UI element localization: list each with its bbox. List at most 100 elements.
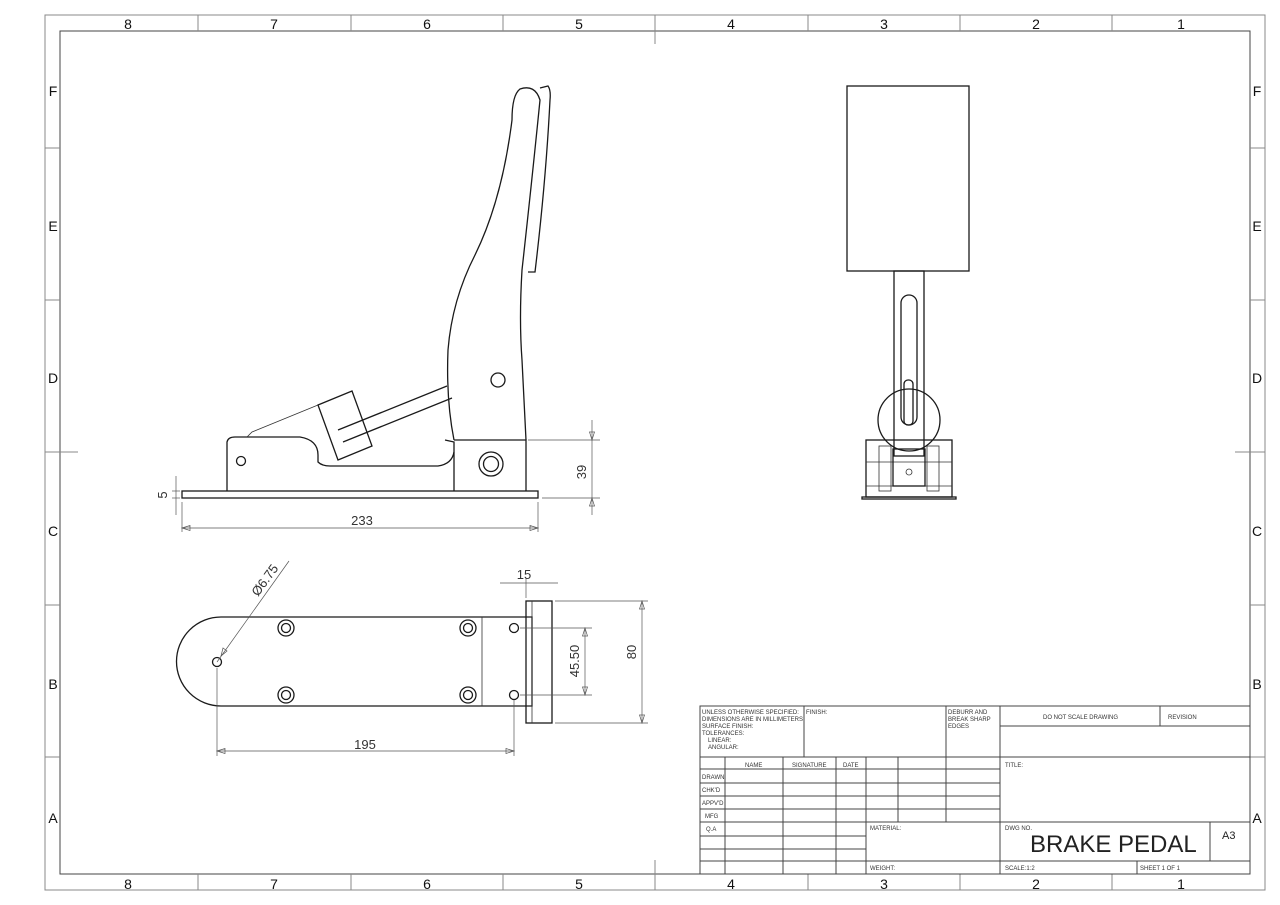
tb-weight: WEIGHT: xyxy=(870,866,895,872)
tb-dwg-no-label: DWG NO. xyxy=(1005,826,1032,832)
rod-end xyxy=(903,379,914,426)
pivot-hole-main xyxy=(478,451,504,477)
dim-overall-length: 233 xyxy=(351,513,373,528)
zone-row-right: F xyxy=(1253,83,1262,99)
tb-finish: FINISH: xyxy=(806,710,828,716)
side-view: 233 39 5 xyxy=(155,85,600,532)
zone-col-top: 3 xyxy=(880,16,888,32)
mount-hole xyxy=(211,656,223,668)
dim-base-height: 39 xyxy=(574,465,589,479)
push-rod xyxy=(337,385,448,431)
zone-col-bottom: 5 xyxy=(575,876,583,892)
zone-col-top: 6 xyxy=(423,16,431,32)
mount-hole xyxy=(277,619,295,637)
top-view: Ø6.75 195 15 45.50 80 xyxy=(175,560,648,756)
tb-role: CHK'D xyxy=(702,788,721,794)
rear-bracket xyxy=(226,436,455,491)
pedal-pad-side xyxy=(528,85,551,273)
tb-dimensions-mm: DIMENSIONS ARE IN MILLIMETERS xyxy=(702,717,803,723)
tb-header-name: NAME xyxy=(745,763,762,769)
pedal-arm xyxy=(446,87,541,441)
zone-col-top: 2 xyxy=(1032,16,1040,32)
tb-tolerances: TOLERANCES: xyxy=(702,731,745,737)
title-block: UNLESS OTHERWISE SPECIFIED: DIMENSIONS A… xyxy=(699,705,1251,875)
zone-labels: 8 7 6 5 4 3 2 1 8 7 6 5 4 3 2 1 F E D C … xyxy=(48,16,1262,892)
tb-role: DRAWN xyxy=(702,775,724,781)
inner-border xyxy=(59,30,1251,875)
pivot-boss xyxy=(877,388,941,452)
tb-role: MFG xyxy=(705,814,719,820)
mount-hole xyxy=(508,622,520,634)
zone-col-top: 8 xyxy=(124,16,132,32)
tb-role: APPV'D xyxy=(702,801,724,807)
zone-col-top: 5 xyxy=(575,16,583,32)
mount-hole xyxy=(459,619,477,637)
zone-col-top: 7 xyxy=(270,16,278,32)
pedal-pad-front xyxy=(846,85,970,272)
zone-row-right: A xyxy=(1252,810,1262,826)
zone-ticks xyxy=(45,15,1265,890)
sheet-size: A3 xyxy=(1222,830,1235,842)
cylinder-body xyxy=(317,390,373,461)
tb-angular: ANGULAR: xyxy=(708,745,739,751)
tb-title-label: TITLE: xyxy=(1005,763,1023,769)
mount-hole xyxy=(508,689,520,701)
tb-revision: REVISION xyxy=(1168,715,1197,721)
zone-row-left: F xyxy=(49,83,58,99)
base-outline xyxy=(175,616,533,707)
zone-row-right: D xyxy=(1252,370,1262,386)
dim-hole-spacing: 45.50 xyxy=(567,645,582,678)
clevis-hole xyxy=(235,455,247,467)
tb-scale: SCALE:1:2 xyxy=(1005,866,1035,872)
zone-col-bottom: 6 xyxy=(423,876,431,892)
zone-row-left: C xyxy=(48,523,58,539)
zone-row-left: B xyxy=(48,676,57,692)
dim-hole-pitch: 195 xyxy=(354,737,376,752)
zone-col-bottom: 4 xyxy=(727,876,735,892)
pivot-bracket xyxy=(444,439,527,491)
tb-header-date: DATE xyxy=(843,763,859,769)
base-plate xyxy=(181,490,539,499)
zone-row-left: A xyxy=(48,810,58,826)
pedal-arm-front xyxy=(893,270,925,457)
tb-material: MATERIAL: xyxy=(870,826,902,832)
zone-row-right: E xyxy=(1252,218,1261,234)
zone-row-left: E xyxy=(48,218,57,234)
zone-col-bottom: 8 xyxy=(124,876,132,892)
tb-sheet: SHEET 1 OF 1 xyxy=(1140,866,1181,872)
front-base xyxy=(861,496,957,500)
dim-hole-diameter: Ø6.75 xyxy=(248,561,281,598)
tb-deburr: DEBURR AND xyxy=(948,710,988,716)
tb-deburr: BREAK SHARP xyxy=(948,717,991,723)
tb-surface-finish: SURFACE FINISH: xyxy=(702,724,754,730)
mount-hole xyxy=(459,686,477,704)
tb-unless-specified: UNLESS OTHERWISE SPECIFIED: xyxy=(702,710,799,716)
zone-row-right: C xyxy=(1252,523,1262,539)
front-view xyxy=(846,85,970,500)
mount-hole xyxy=(277,686,295,704)
zone-col-top: 4 xyxy=(727,16,735,32)
dim-flange-width: 15 xyxy=(517,567,531,582)
zone-col-bottom: 2 xyxy=(1032,876,1040,892)
dim-base-thickness: 5 xyxy=(155,491,170,498)
tb-linear: LINEAR: xyxy=(708,738,732,744)
pivot-hole-main-inner xyxy=(482,455,500,473)
drawing-title: BRAKE PEDAL xyxy=(1030,831,1197,858)
zone-row-right: B xyxy=(1252,676,1261,692)
zone-row-left: D xyxy=(48,370,58,386)
zone-col-bottom: 3 xyxy=(880,876,888,892)
zone-col-bottom: 7 xyxy=(270,876,278,892)
tb-role: Q.A xyxy=(706,827,716,833)
zone-col-bottom: 1 xyxy=(1177,876,1185,892)
zone-col-top: 1 xyxy=(1177,16,1185,32)
tb-do-not-scale: DO NOT SCALE DRAWING xyxy=(1043,715,1118,721)
push-rod xyxy=(342,397,453,443)
clevis-slot xyxy=(246,404,319,438)
flange xyxy=(525,600,553,724)
pivot-hole-upper xyxy=(490,372,506,388)
outer-border xyxy=(44,14,1266,891)
tb-deburr: EDGES xyxy=(948,724,969,730)
tb-header-signature: SIGNATURE xyxy=(792,763,827,769)
dim-overall-width: 80 xyxy=(624,645,639,659)
